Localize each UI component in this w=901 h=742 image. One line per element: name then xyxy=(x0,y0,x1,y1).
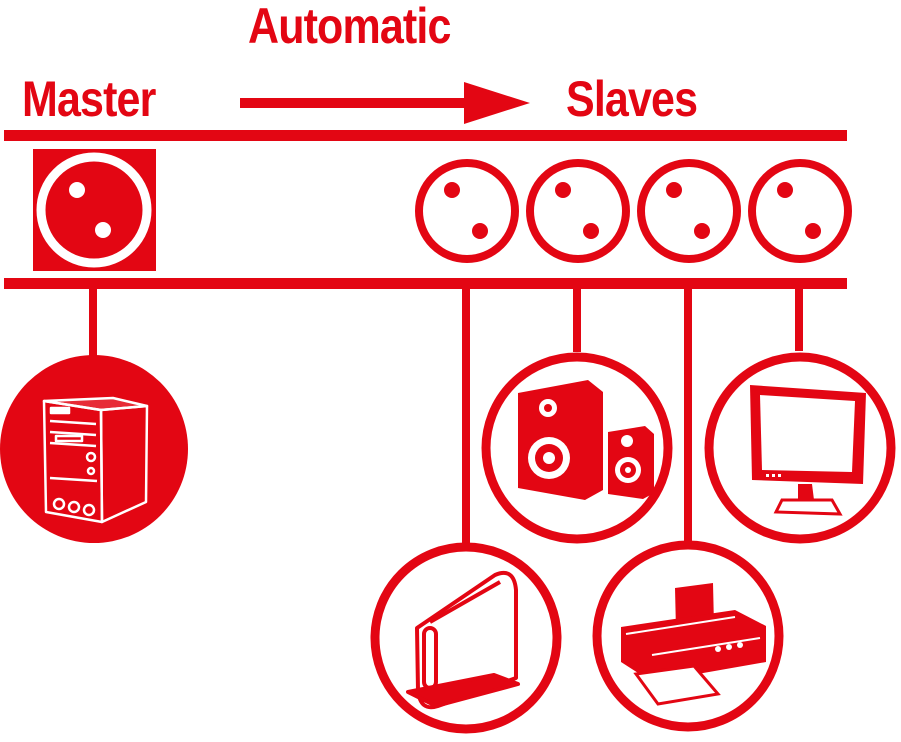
slaves-label: Slaves xyxy=(566,71,698,127)
automatic-label: Automatic xyxy=(248,0,451,54)
drive-connector-line xyxy=(462,289,470,546)
external-drive-icon xyxy=(406,570,520,710)
speakers-icon xyxy=(518,380,654,500)
slave-device-speakers xyxy=(481,352,673,544)
master-device xyxy=(0,355,188,543)
monitor-connector-line xyxy=(795,289,803,351)
strip-top-bar xyxy=(4,130,847,141)
master-outlet xyxy=(33,149,156,271)
socket-icon xyxy=(69,182,111,238)
slave-device-drive xyxy=(370,542,562,734)
slave-device-printer xyxy=(592,540,784,732)
printer-connector-line xyxy=(684,289,692,543)
monitor-icon xyxy=(750,385,866,516)
slave-outlet xyxy=(637,159,741,263)
master-label: Master xyxy=(22,71,156,127)
socket-icon xyxy=(555,182,599,239)
slave-device-monitor xyxy=(704,352,896,544)
slave-outlet xyxy=(748,159,852,263)
strip-bottom-bar xyxy=(4,278,847,289)
slave-outlet xyxy=(526,159,630,263)
printer-icon xyxy=(621,583,766,706)
socket-icon xyxy=(444,182,488,239)
arrow-icon xyxy=(240,82,530,124)
master-connector-line xyxy=(89,289,97,356)
computer-tower-icon xyxy=(42,396,149,524)
socket-icon xyxy=(666,182,710,239)
speakers-connector-line xyxy=(573,289,581,352)
slave-outlet xyxy=(415,159,519,263)
socket-icon xyxy=(777,182,821,239)
